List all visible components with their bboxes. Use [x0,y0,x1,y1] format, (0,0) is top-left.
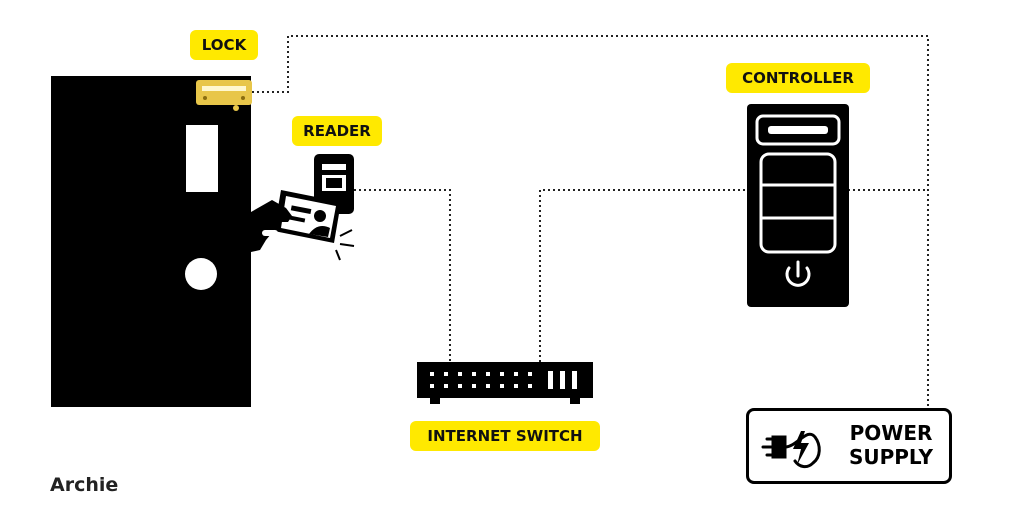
brand-logo: Archie [50,474,119,496]
access-card-icon [274,190,355,261]
controller-label: CONTROLLER [726,63,870,93]
power-supply-label: POWER SUPPLY [835,421,947,469]
controller-tower-icon [747,104,849,307]
connection-lines [252,35,929,408]
power-button-icon [785,260,811,287]
hand-icon [251,200,292,252]
lock-label: LOCK [190,30,258,60]
reader-switch-line [354,189,451,362]
internet-switch-label: INTERNET SWITCH [410,421,600,451]
lock-controller-line [252,35,929,408]
door-lock-icon [196,80,252,111]
power-plug-icon [761,431,821,469]
reader-label: READER [292,116,382,146]
door-icon [51,76,251,407]
power-supply-box: POWER SUPPLY [746,408,952,484]
power-supply-label-line1: POWER [849,421,933,445]
door-knob [185,258,217,290]
switch-controller-line [539,189,760,362]
power-supply-label-line2: SUPPLY [848,445,934,469]
door-window [186,125,218,192]
network-switch-icon [417,362,593,404]
